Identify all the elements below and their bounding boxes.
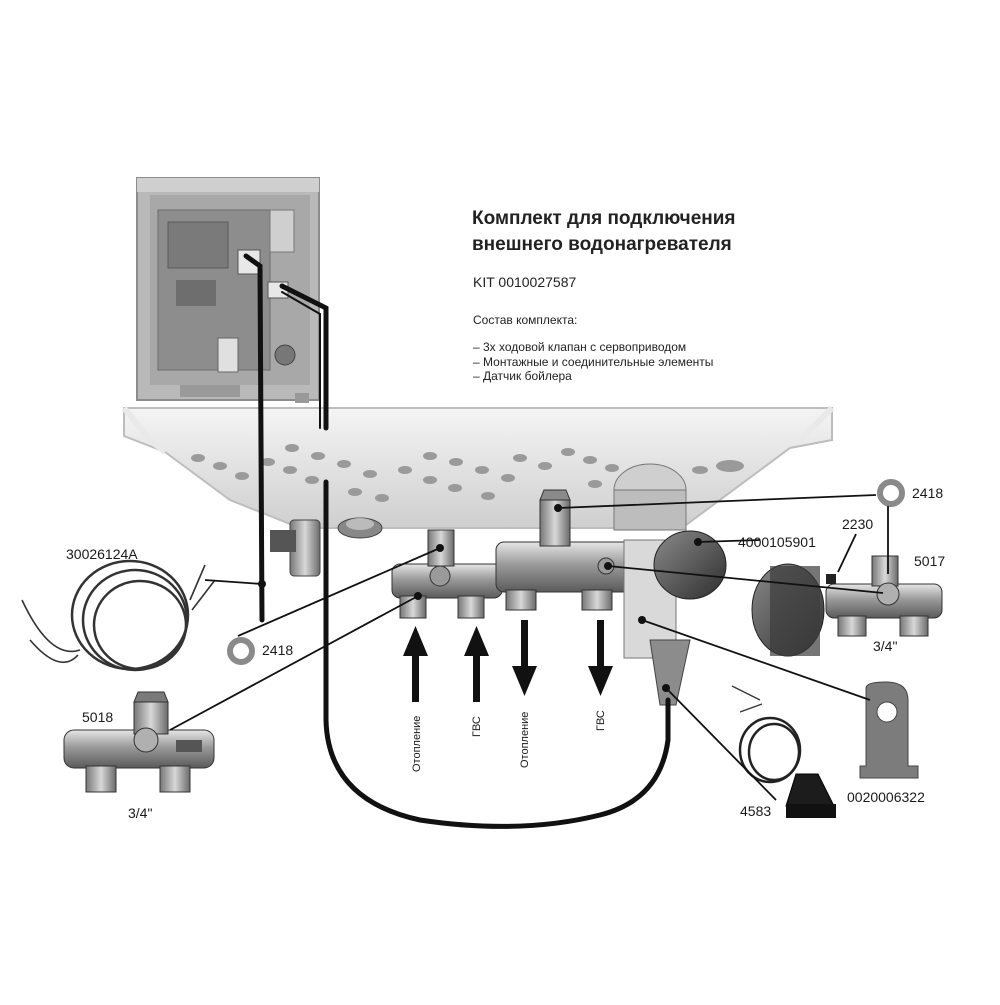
kit-title: Комплект для подключения внешнего водона… [472,206,736,258]
sensor-cable-coil [21,559,216,672]
boiler-sensor [731,685,836,818]
leader-dot-bracket [638,616,646,624]
manifold [391,489,727,706]
composition-item: – 3х ходовой клапан с сервоприводом [473,340,687,354]
label-right-fitting: 5017 [914,553,946,569]
panel-fittings [270,463,687,577]
flow-label-heating-in: Отопление [411,715,423,772]
label-boiler-sensor: 4583 [740,803,772,819]
kit-code: KIT 0010027587 [473,274,577,290]
control-box [136,177,320,403]
flow-label-dhw-out: ГВС [595,710,607,731]
label-sensor-cable: 30026124A [66,546,138,562]
arrow-down-heating [512,620,537,696]
control-wires [243,253,671,829]
boiler-bottom-panel [121,405,835,529]
arrow-up-dhw [464,626,489,702]
composition-item: – Монтажные и соединительные элементы [473,354,714,369]
leader-dot-motor [694,538,702,546]
label-right-thread: 3/4" [873,638,898,654]
leader-dot-gasket [554,504,562,512]
label-gasket-left: 2418 [262,642,294,658]
leader-lines [169,494,889,801]
composition-list: – 3х ходовой клапан с сервоприводом – Мо… [473,340,713,384]
label-clip: 2230 [842,516,874,532]
gasket-right [877,479,905,507]
arrow-up-heating [403,626,428,702]
leader-dot-cable [258,580,266,588]
leader-dot-fitting-left [414,592,422,600]
gasket-left [227,637,255,665]
label-valve-part: 4000105901 [738,534,816,550]
leader-dot-gasket-left [436,544,444,552]
label-bracket: 0020006322 [847,789,925,805]
label-gasket-right: 2418 [912,485,944,501]
kit-title-line1: Комплект для подключения [472,208,736,229]
flow-arrows [403,620,613,702]
flow-label-dhw-in: ГВС [471,716,483,737]
label-left-thread: 3/4" [128,805,153,821]
leader-dot-manifold [604,562,612,570]
right-valve-assembly [751,555,943,657]
leader-dot-sensor [662,684,670,692]
composition-item: – Датчик бойлера [473,369,572,383]
flow-label-heating-out: Отопление [519,711,531,768]
kit-title-line2: внешнего водонагревателя [472,234,732,255]
left-fitting [63,691,215,793]
arrow-down-dhw [588,620,613,696]
label-left-fitting: 5018 [82,709,114,725]
bracket [859,681,919,779]
composition-heading: Состав комплекта: [473,313,578,327]
